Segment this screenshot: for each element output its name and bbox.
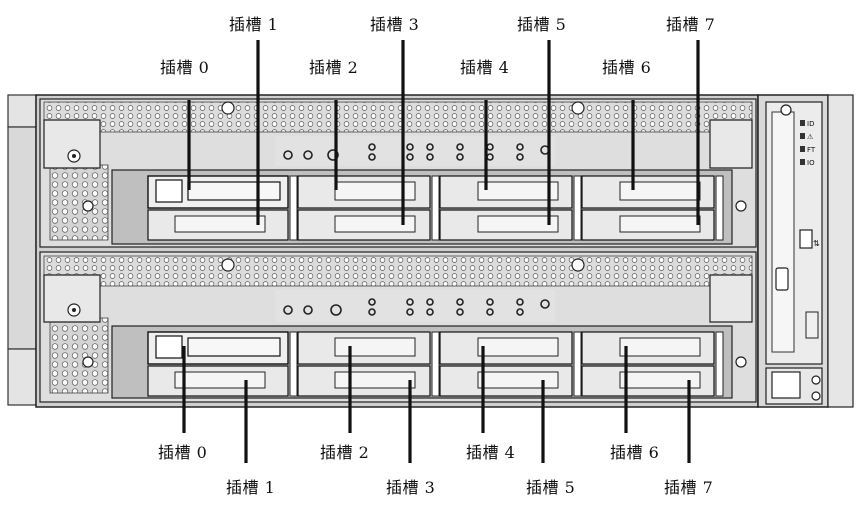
label-bottom-slot4: 插槽 4: [466, 443, 516, 462]
label-top-slot6: 插槽 6: [602, 58, 652, 77]
label-bottom-slot5: 插槽 5: [526, 478, 576, 497]
label-top-slot4: 插槽 4: [460, 58, 510, 77]
usb-icon: ⇅: [813, 239, 820, 248]
label-top-slot2: 插槽 2: [309, 58, 359, 77]
upper-module: [39, 98, 757, 248]
label-bottom-slot3: 插槽 3: [386, 478, 436, 497]
label-bottom-slot0: 插槽 0: [158, 443, 208, 462]
label-bottom-slot7: 插槽 7: [664, 478, 714, 497]
label-top-slot3: 插槽 3: [370, 15, 420, 34]
led-label-warn: ⚠: [807, 133, 814, 141]
power-button[interactable]: [771, 371, 801, 399]
callout-lines: [182, 40, 700, 463]
label-top-slot0: 插槽 0: [160, 58, 210, 77]
label-top-slot5: 插槽 5: [517, 15, 567, 34]
led-label-id: ID: [807, 120, 814, 128]
label-bottom-slot1: 插槽 1: [226, 478, 276, 497]
label-bottom-slot2: 插槽 2: [320, 443, 370, 462]
led-label-ft: FT: [807, 146, 816, 154]
right-control-panel: ID ⚠ FT IO ⇅: [765, 101, 823, 405]
led-label-io: IO: [807, 159, 815, 167]
lower-module: [39, 251, 757, 403]
label-bottom-slot6: 插槽 6: [610, 443, 660, 462]
label-top-slot7: 插槽 7: [666, 15, 716, 34]
usb-port[interactable]: [799, 229, 813, 249]
label-top-slot1: 插槽 1: [229, 15, 279, 34]
